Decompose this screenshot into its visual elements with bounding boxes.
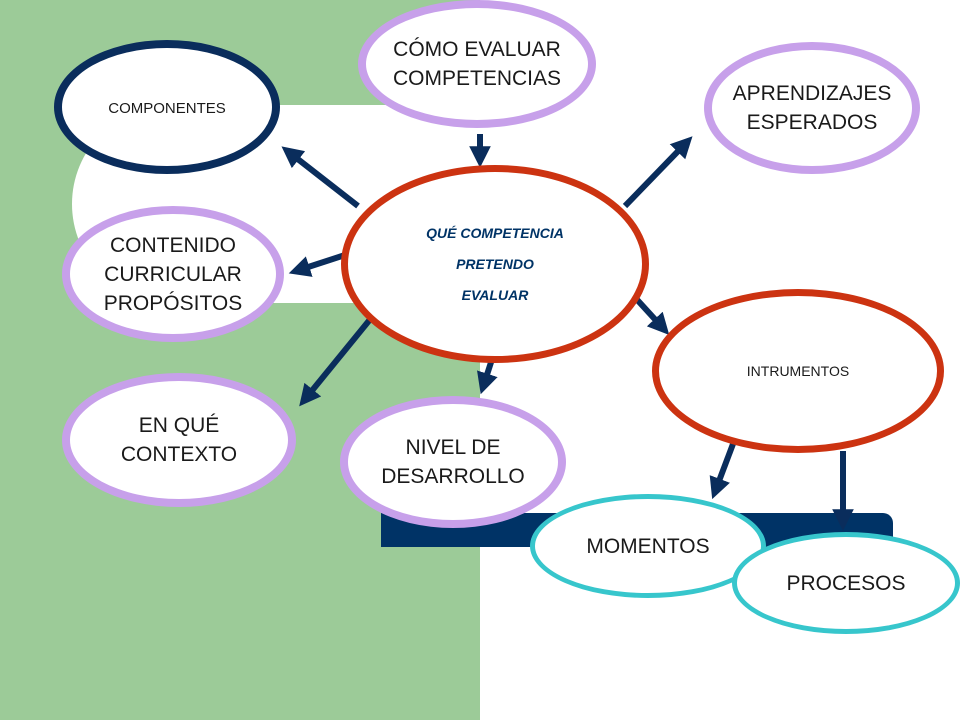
node-contenido-line-3: PROPÓSITOS	[103, 291, 243, 315]
node-aprendizajes-line-1: APRENDIZAJES	[732, 82, 892, 105]
node-momentos: MOMENTOS	[530, 494, 766, 598]
arrow-to-componentes	[281, 146, 360, 209]
node-contexto-line-1: EN QUÉ	[138, 414, 220, 437]
node-center-line-1: QUÉ COMPETENCIA	[426, 224, 564, 241]
node-contexto: EN QUÉ CONTEXTO	[62, 373, 296, 507]
node-contexto-line-2: CONTEXTO	[120, 443, 238, 466]
node-contenido: CONTENIDO CURRICULAR PROPÓSITOS	[62, 206, 284, 342]
node-aprendizajes: APRENDIZAJES ESPERADOS	[704, 42, 920, 174]
node-nivel-line-1: NIVEL DE	[405, 436, 501, 459]
node-como-evaluar-line-1: CÓMO EVALUAR	[393, 38, 561, 61]
node-componentes-line-1: COMPONENTES	[108, 100, 226, 117]
node-contenido-line-1: CONTENIDO	[110, 233, 236, 257]
node-momentos-line-1: MOMENTOS	[586, 534, 710, 558]
arrow-to-contenido	[288, 252, 346, 277]
node-aprendizajes-line-2: ESPERADOS	[746, 111, 878, 134]
node-nivel: NIVEL DE DESARROLLO	[340, 396, 566, 528]
node-procesos-line-1: PROCESOS	[786, 571, 906, 595]
node-center: QUÉ COMPETENCIA PRETENDO EVALUAR	[341, 165, 649, 363]
arrow-to-momentos	[709, 434, 739, 500]
node-como-evaluar: CÓMO EVALUAR COMPETENCIAS	[358, 0, 596, 128]
node-center-line-3: EVALUAR	[461, 286, 529, 303]
node-nivel-line-2: DESARROLLO	[381, 465, 525, 488]
node-instrumentos: INTRUMENTOS	[652, 289, 944, 453]
node-como-evaluar-line-2: COMPETENCIAS	[392, 67, 562, 90]
node-instrumentos-line-1: INTRUMENTOS	[746, 363, 850, 379]
node-contenido-line-2: CURRICULAR	[104, 262, 242, 286]
arrow-to-contexto	[299, 315, 375, 407]
node-center-line-2: PRETENDO	[456, 255, 534, 272]
node-componentes: COMPONENTES	[54, 40, 280, 174]
node-procesos: PROCESOS	[732, 532, 960, 634]
arrow-to-aprendizajes	[622, 136, 693, 209]
